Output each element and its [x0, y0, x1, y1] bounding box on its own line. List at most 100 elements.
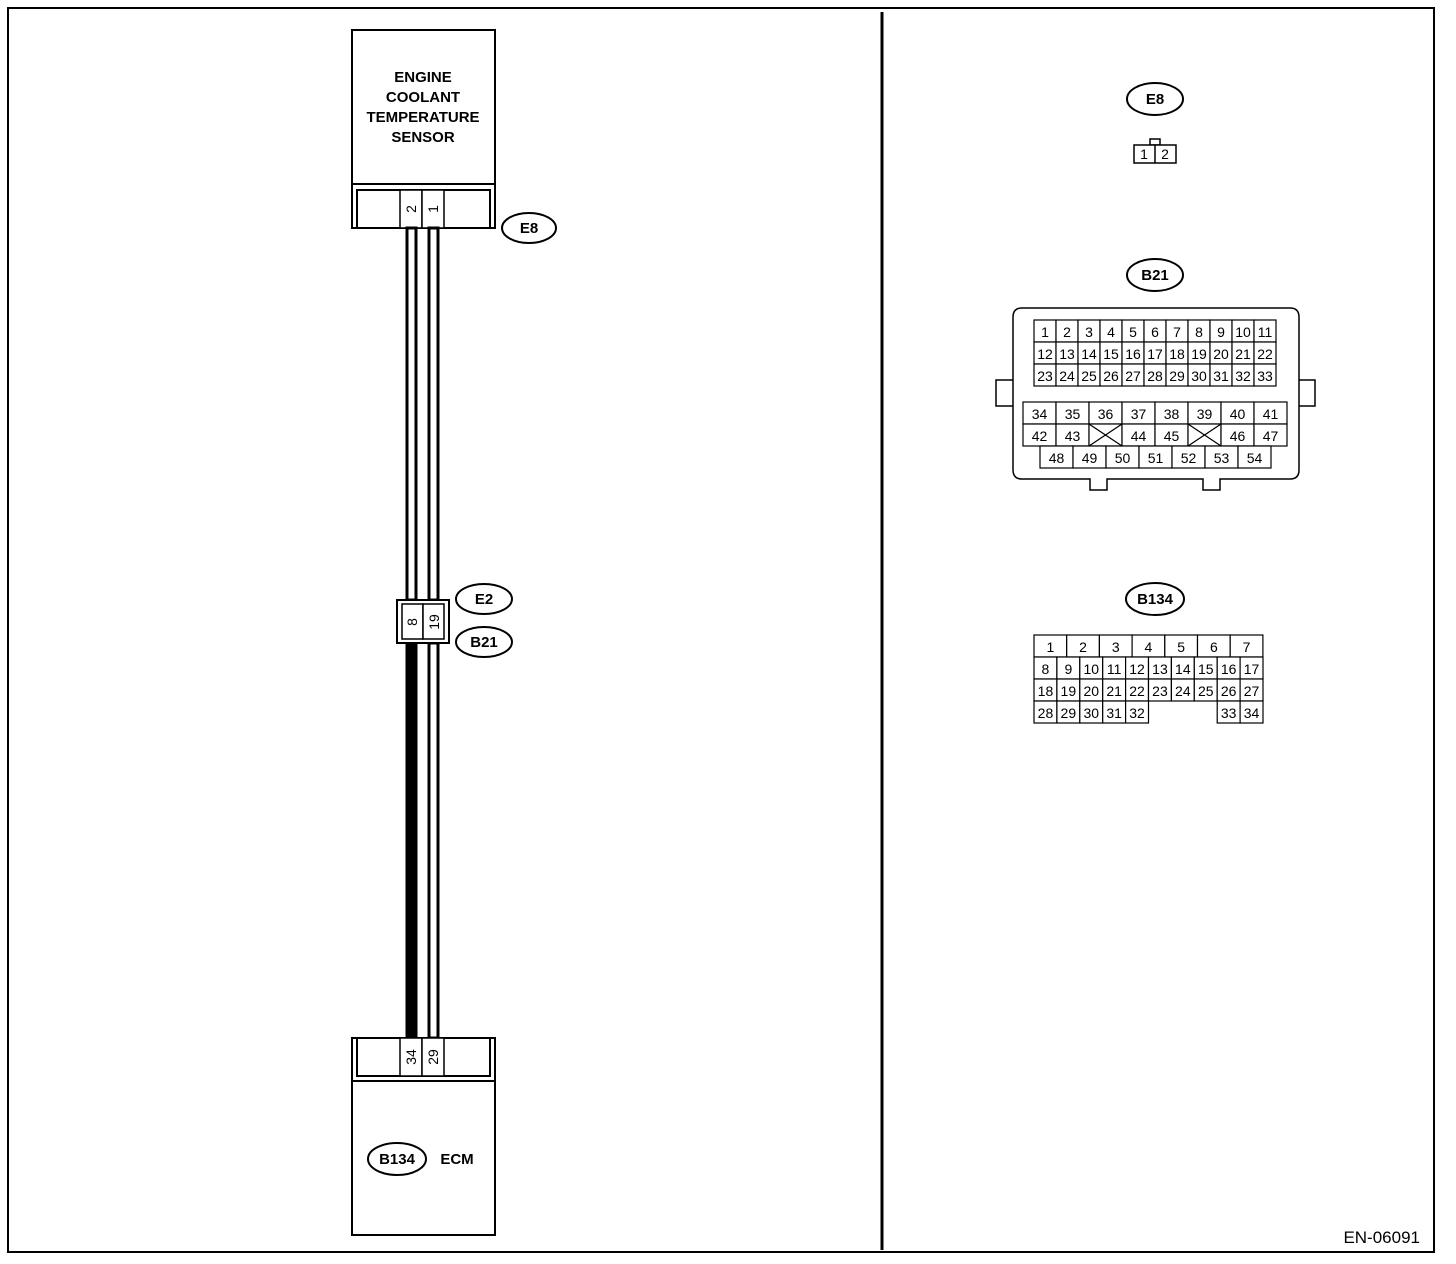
figure-code: EN-06091 [1343, 1228, 1420, 1247]
svg-text:E8: E8 [520, 220, 538, 237]
b21-cell-44: 44 [1131, 428, 1147, 444]
b21-cell-41: 41 [1263, 406, 1279, 422]
b21-cell-3: 3 [1085, 324, 1093, 340]
b21-cell-54-box [1237, 445, 1272, 469]
b21-cell-46: 46 [1230, 428, 1246, 444]
e8-cell-1: 1 [1140, 146, 1148, 162]
b21-cell-33-box [1253, 363, 1277, 387]
b134-cell-13: 13 [1152, 661, 1168, 677]
b21-cell-27: 27 [1125, 368, 1141, 384]
ecm-name: ECM [440, 1151, 473, 1168]
b21-cell-53: 53 [1214, 450, 1230, 466]
b134-cell-25: 25 [1198, 683, 1214, 699]
ecm-connector-label: B134 [379, 1151, 416, 1168]
b134-cell-7: 7 [1243, 639, 1251, 655]
b21-cell-5: 5 [1129, 324, 1137, 340]
b134-cell-11: 11 [1107, 661, 1122, 677]
b134-cell-18: 18 [1038, 683, 1054, 699]
b134-cell-22: 22 [1129, 683, 1145, 699]
b134-cell-29: 29 [1061, 705, 1077, 721]
b21-cell-45: 45 [1164, 428, 1180, 444]
outer-frame [7, 7, 1435, 1253]
b21-cell-blank-5-blank-b [1187, 423, 1222, 447]
b21-cell-18: 18 [1169, 346, 1185, 362]
b134-cell-32: 32 [1129, 705, 1145, 721]
b21-cell-10: 10 [1235, 324, 1251, 340]
b21-cell-33: 33 [1257, 368, 1273, 384]
b21-cell-4: 4 [1107, 324, 1115, 340]
b21-cell-32: 32 [1235, 368, 1251, 384]
connector-b134-title: B134 [1137, 591, 1174, 608]
wire-pin34-lower [405, 641, 418, 1040]
b21-cell-12: 12 [1037, 346, 1053, 362]
b21-cell-17: 17 [1147, 346, 1163, 362]
b21-cell-blank-2-blank-b [1088, 423, 1123, 447]
b21-cell-50: 50 [1115, 450, 1131, 466]
label-b21: B21 [455, 626, 513, 658]
b134-cell-15: 15 [1198, 661, 1214, 677]
b134-cell-2: 2 [1079, 639, 1087, 655]
b134-cell-28: 28 [1038, 705, 1054, 721]
b21-cell-28: 28 [1147, 368, 1163, 384]
b134-cell-14: 14 [1175, 661, 1191, 677]
b21-cell-52: 52 [1181, 450, 1197, 466]
sensor-component: ENGINE COOLANT TEMPERATURE SENSOR 2 1 [351, 29, 496, 229]
b21-cell-47: 47 [1263, 428, 1279, 444]
b21-cell-26: 26 [1103, 368, 1119, 384]
b134-cell-17: 17 [1244, 661, 1260, 677]
b134-cell-8: 8 [1042, 661, 1050, 677]
joint-connector: 8 19 [396, 599, 450, 644]
svg-text:B21: B21 [470, 634, 498, 651]
b21-cell-51: 51 [1148, 450, 1164, 466]
b21-cell-2: 2 [1063, 324, 1071, 340]
sensor-line-4: SENSOR [391, 129, 455, 146]
b21-cell-22: 22 [1257, 346, 1273, 362]
b21-cell-8: 8 [1195, 324, 1203, 340]
b21-cell-9: 9 [1217, 324, 1225, 340]
b21-cell-34: 34 [1032, 406, 1048, 422]
b21-cell-19: 19 [1191, 346, 1207, 362]
ecm-component: 34 29 B134 ECM [351, 1037, 496, 1236]
b21-cell-13: 13 [1059, 346, 1075, 362]
ecm-pin-29: 29 [425, 1049, 441, 1065]
b134-cell-20: 20 [1083, 683, 1099, 699]
b134-cell-9: 9 [1064, 661, 1072, 677]
wire-pin1-upper [427, 226, 440, 602]
b134-cell-24: 24 [1175, 683, 1191, 699]
b21-cell-30: 30 [1191, 368, 1207, 384]
b21-cell-16: 16 [1125, 346, 1141, 362]
ecm-pin-34: 34 [403, 1049, 419, 1065]
sensor-line-3: TEMPERATURE [366, 109, 479, 126]
b21-cell-29: 29 [1169, 368, 1185, 384]
b21-cell-7: 7 [1173, 324, 1181, 340]
e8-cell-2: 2 [1161, 146, 1169, 162]
label-e2: E2 [455, 583, 513, 615]
b134-cell-31: 31 [1106, 705, 1122, 721]
b21-cell-31: 31 [1213, 368, 1229, 384]
wire-pin29-lower [427, 641, 440, 1040]
b21-cell-15: 15 [1103, 346, 1119, 362]
b134-cell-34-box [1239, 700, 1264, 724]
b21-cell-42: 42 [1032, 428, 1048, 444]
sensor-line-2: COOLANT [386, 89, 460, 106]
connector-b21-title: B21 [1141, 267, 1169, 284]
b134-cell-19: 19 [1061, 683, 1077, 699]
b21-cell-43: 43 [1065, 428, 1081, 444]
b21-cell-20: 20 [1213, 346, 1229, 362]
connector-e8-view: E8 1 2 [1126, 82, 1184, 164]
joint-pin-19: 19 [426, 614, 442, 630]
sensor-pin-1: 1 [425, 205, 441, 213]
b134-cell-32-box [1124, 700, 1150, 724]
b134-cell-30: 30 [1083, 705, 1099, 721]
b21-cell-49: 49 [1082, 450, 1098, 466]
b134-cell-12: 12 [1129, 661, 1145, 677]
b134-cell-3: 3 [1112, 639, 1120, 655]
b134-cell-4: 4 [1145, 639, 1153, 655]
b21-cell-24: 24 [1059, 368, 1075, 384]
b134-cell-21: 21 [1106, 683, 1122, 699]
sensor-line-1: ENGINE [394, 69, 452, 86]
b134-cell-10: 10 [1083, 661, 1099, 677]
